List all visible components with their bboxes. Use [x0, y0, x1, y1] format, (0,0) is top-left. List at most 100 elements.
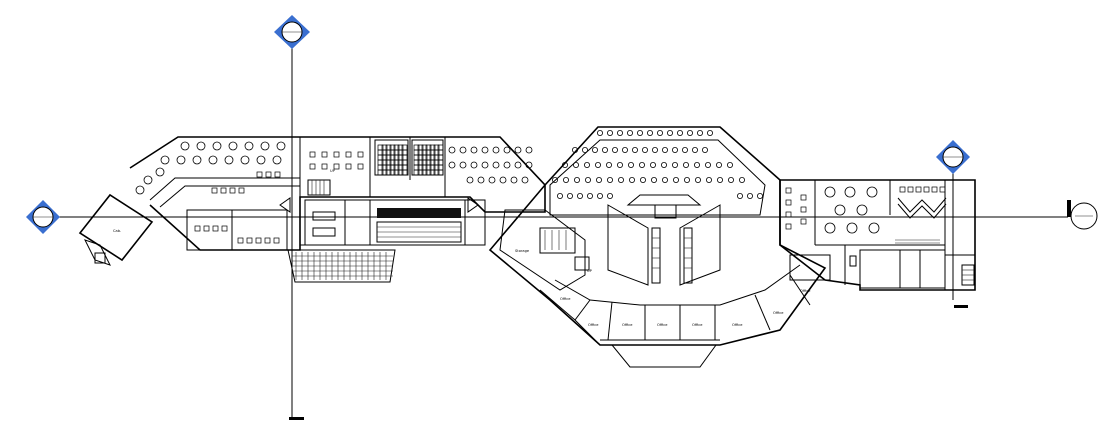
lounge-table [650, 161, 657, 168]
left-annex-room: Cab. [78, 193, 154, 266]
workstation [785, 187, 792, 194]
auditorium-seat [421, 169, 428, 176]
cafe-table [155, 167, 165, 177]
auditorium-seat [393, 169, 400, 176]
lounge-table [639, 161, 646, 168]
auditorium-seat [385, 169, 392, 176]
room-label-office-2: Office [588, 323, 599, 327]
cafe-table [196, 141, 206, 151]
lounge-table [596, 176, 603, 183]
central-hexagon-hall: Storage Office Office Office Office Offi… [330, 126, 827, 368]
workstation [931, 186, 938, 193]
stair-label-up-1: UP [330, 169, 336, 173]
stair-label-up-2: UP [587, 269, 593, 273]
desk [345, 151, 352, 158]
lounge-table [677, 129, 684, 136]
grid-bubble-vertical-right-icon [936, 140, 970, 174]
lounge-table [597, 129, 604, 136]
desk [357, 151, 364, 158]
room-label-office-5: Office [692, 323, 703, 327]
cafe-table [470, 161, 478, 169]
room-label-storage: Storage [515, 249, 530, 253]
lounge-table [627, 129, 634, 136]
lounge-table [567, 192, 574, 199]
auditorium-seat [401, 169, 408, 176]
cafe-table [240, 155, 250, 165]
lounge-table [637, 129, 644, 136]
lounge-table [683, 161, 690, 168]
auditorium-seat [437, 169, 444, 176]
lounge-table [739, 176, 746, 183]
cafe-table [514, 146, 522, 154]
lounge-table [707, 129, 714, 136]
lounge-table [652, 146, 659, 153]
workstation [800, 206, 807, 213]
meeting-table [844, 186, 856, 198]
cafe-table [212, 141, 222, 151]
lounge-table [702, 146, 709, 153]
desk [264, 237, 271, 244]
lounge-table [705, 161, 712, 168]
booth-seat [256, 171, 263, 178]
desk [357, 163, 364, 170]
cafe-table [481, 146, 489, 154]
workstation [785, 199, 792, 206]
cafe-table [459, 161, 467, 169]
lounge-table [629, 176, 636, 183]
cafe-table [448, 161, 456, 169]
cafe-table [481, 161, 489, 169]
room-label-office-6: Office [732, 323, 743, 327]
cafe-table [503, 146, 511, 154]
lounge-table [717, 176, 724, 183]
lounge-table [737, 192, 744, 199]
lounge-table [622, 146, 629, 153]
lounge-table [716, 161, 723, 168]
cafe-table [492, 146, 500, 154]
workstation [800, 194, 807, 201]
cafe-table [488, 176, 496, 184]
cafe-table [176, 155, 186, 165]
desk [333, 163, 340, 170]
lounge-table [584, 161, 591, 168]
lounge-table [597, 192, 604, 199]
cafe-table [276, 141, 286, 151]
auditorium-seat [397, 169, 404, 176]
cafe-table [192, 155, 202, 165]
grid-bubble-horizontal-right-icon [1070, 202, 1098, 230]
cafe-table [272, 155, 282, 165]
lounge-table [706, 176, 713, 183]
auditorium-seat [433, 169, 440, 176]
cafe-table [244, 141, 254, 151]
room-label-office-1: Office [560, 297, 571, 301]
desk [321, 151, 328, 158]
workstation [915, 186, 922, 193]
lounge-table [667, 129, 674, 136]
lounge-table [574, 176, 581, 183]
workstation [800, 218, 807, 225]
lounge-table [682, 146, 689, 153]
lounge-table [672, 146, 679, 153]
lounge-table [577, 192, 584, 199]
lounge-table [557, 192, 564, 199]
cafe-table [477, 176, 485, 184]
lounge-table [642, 146, 649, 153]
lounge-table [687, 129, 694, 136]
cafe-table [143, 175, 153, 185]
meeting-table [868, 222, 880, 234]
lounge-table [587, 192, 594, 199]
booth-seat [220, 187, 227, 194]
auditorium-seat [413, 169, 420, 176]
lounge-table [727, 161, 734, 168]
booth-seat [238, 187, 245, 194]
cafe-table [208, 155, 218, 165]
room-label-office-8: Office [800, 289, 811, 293]
lounge-table [617, 161, 624, 168]
room-label-cab: Cab. [113, 229, 121, 233]
lounge-table [697, 129, 704, 136]
meeting-table [846, 222, 858, 234]
cafe-table [503, 161, 511, 169]
lounge-table [692, 146, 699, 153]
desk [273, 237, 280, 244]
meeting-table [834, 204, 846, 216]
grid-bubble-horizontal-left-icon [26, 200, 60, 234]
